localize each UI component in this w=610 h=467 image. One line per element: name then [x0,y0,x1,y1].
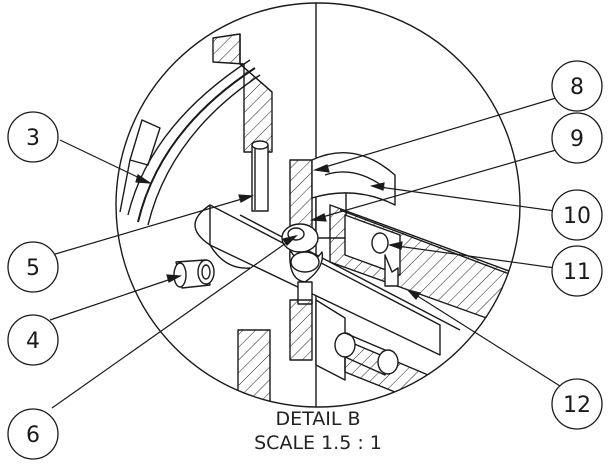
leader-lines [49,97,561,409]
balloon-10: 10 [551,189,603,241]
bearing-plate-upper [289,159,313,231]
lower-housing-left [237,329,271,407]
balloon-4-label: 4 [26,329,40,354]
balloon-12: 12 [551,378,603,430]
mechanism-geometry [119,3,520,407]
balloon-12-label: 12 [563,393,591,418]
balloon-3-label: 3 [26,126,40,151]
balloon-6: 6 [7,408,59,460]
balloon-5: 5 [7,241,59,293]
balloon-5-label: 5 [26,256,40,281]
balloon-8-label: 8 [570,75,584,100]
balloon-9-label: 9 [570,127,584,152]
main-shaft [209,204,441,356]
balloon-6-label: 6 [26,423,40,448]
balloon-8: 8 [551,60,603,112]
detail-boundary-circle [115,2,521,408]
balloon-11: 11 [551,245,603,297]
balloon-9: 9 [551,112,603,164]
balloon-10-label: 10 [563,204,591,229]
outer-ring [137,67,256,223]
balloon-4: 4 [7,314,59,366]
detail-title: DETAIL B [275,408,360,430]
balloon-11-label: 11 [563,260,591,285]
balloon-3: 3 [7,111,59,163]
detail-scale: SCALE 1.5 : 1 [254,432,382,454]
